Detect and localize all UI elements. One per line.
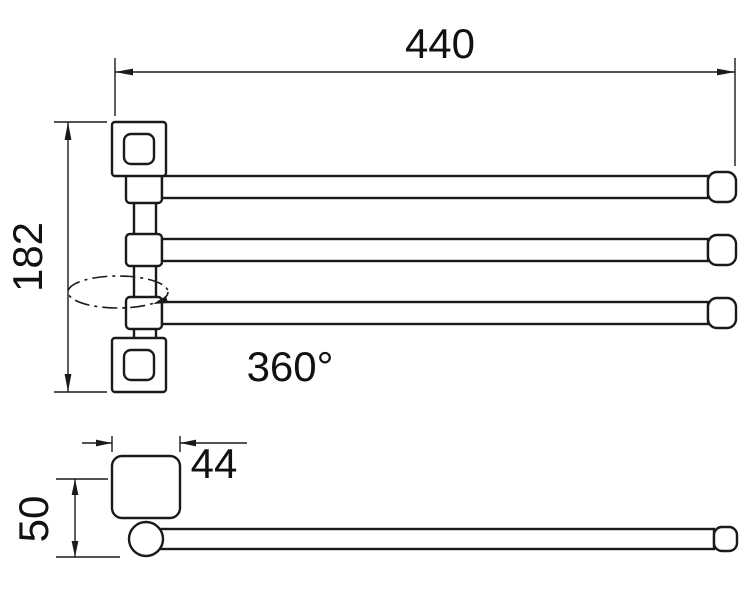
dim-profile-height-label: 50 xyxy=(10,496,57,543)
arrowhead-left-icon xyxy=(180,439,196,447)
bar-end-cap-1 xyxy=(706,170,738,204)
arrowhead-down-icon xyxy=(64,374,72,392)
arrowhead-right-icon xyxy=(96,439,112,447)
dim-overall-height: 182 xyxy=(4,121,107,393)
side-wall-plate xyxy=(110,454,182,520)
dim-mount-width: 44 xyxy=(82,436,247,487)
pivot-hub-2 xyxy=(124,232,164,268)
side-towel-bar xyxy=(144,527,716,551)
wall-plate-top-inner xyxy=(122,132,156,166)
side-view xyxy=(110,454,739,558)
arrowhead-right-icon xyxy=(717,68,735,76)
dim-overall-height-label: 182 xyxy=(4,222,51,292)
dim-profile-height: 50 xyxy=(10,478,120,558)
dim-overall-width: 440 xyxy=(114,20,736,166)
rotation-ellipse xyxy=(67,275,169,309)
towel-bar-arm-1 xyxy=(160,174,710,200)
dim-mount-width-label: 44 xyxy=(191,440,238,487)
arrowhead-left-icon xyxy=(115,68,133,76)
towel-bar-arm-3 xyxy=(160,300,710,326)
bar-end-cap-3 xyxy=(706,296,738,330)
towel-bar-arm-2 xyxy=(160,237,710,263)
swivel-angle-label: 360° xyxy=(247,343,334,390)
swivel-annotation: 360° xyxy=(67,275,334,390)
side-bar-end-cap xyxy=(712,525,739,553)
dim-overall-width-label: 440 xyxy=(405,20,475,67)
arrowhead-up-icon xyxy=(71,479,79,495)
rotation-arrowhead-icon xyxy=(153,296,168,304)
side-pivot-circle xyxy=(127,520,165,558)
front-view xyxy=(110,120,738,394)
arrowhead-up-icon xyxy=(64,122,72,140)
bar-end-cap-2 xyxy=(706,233,738,267)
arrowhead-down-icon xyxy=(71,541,79,557)
wall-plate-bottom-inner xyxy=(122,348,156,382)
